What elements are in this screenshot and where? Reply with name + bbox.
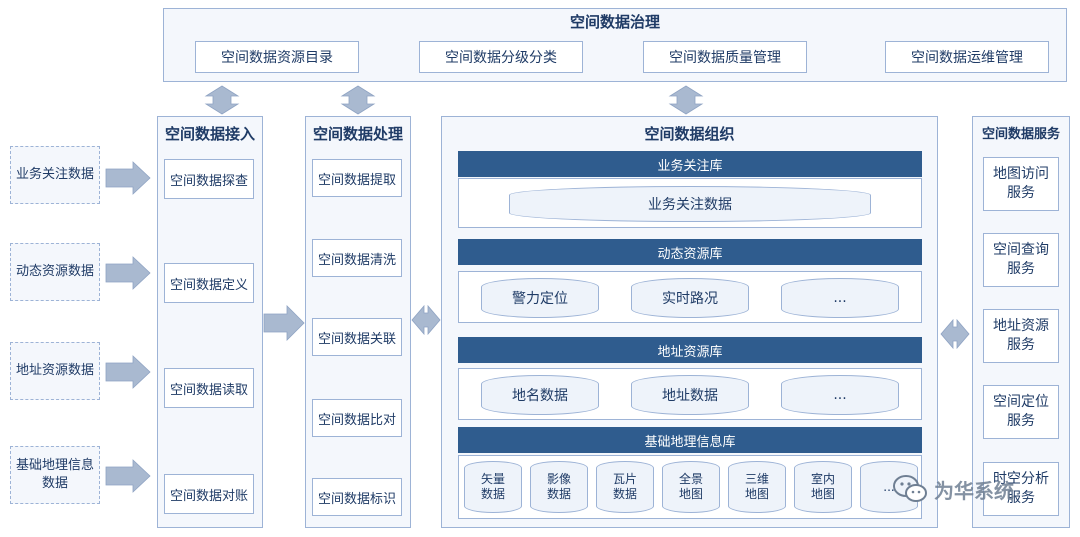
arrow-right-icon	[105, 459, 151, 493]
service-address-resource: 地址资源 服务	[983, 309, 1059, 363]
access-item-reconcile: 空间数据对账	[164, 474, 254, 514]
governance-item-catalog: 空间数据资源目录	[195, 41, 359, 73]
source-business: 业务关注数据	[10, 146, 100, 204]
processing-panel: 空间数据处理 空间数据提取 空间数据清洗 空间数据关联 空间数据比对 空间数据标…	[305, 116, 411, 528]
processing-item-associate: 空间数据关联	[312, 318, 402, 356]
wechat-icon	[893, 475, 927, 502]
arrow-left-right-icon	[411, 304, 441, 336]
db-imagery-data: 影像 数据	[530, 461, 588, 513]
source-dynamic: 动态资源数据	[10, 243, 100, 301]
library-group-address: 地名数据 地址数据 ...	[458, 368, 922, 420]
service-spatial-query: 空间查询 服务	[983, 233, 1059, 287]
db-place-names: 地名数据	[481, 375, 599, 415]
db-realtime-traffic: 实时路况	[631, 278, 749, 318]
library-bar-address: 地址资源库	[458, 337, 922, 363]
services-title: 空间数据服务	[981, 127, 1060, 142]
access-item-explore: 空间数据探查	[164, 159, 254, 199]
db-3d-map: 三维 地图	[728, 461, 786, 513]
arrow-up-down-icon	[204, 85, 240, 115]
arrow-up-down-icon	[340, 85, 376, 115]
arrow-up-down-icon	[668, 85, 704, 115]
library-group-dynamic: 警力定位 实时路况 ...	[458, 271, 922, 323]
library-bar-basic-geo: 基础地理信息库	[458, 427, 922, 453]
db-panorama-map: 全景 地图	[662, 461, 720, 513]
access-title: 空间数据接入	[164, 125, 255, 143]
watermark: 为华系统	[892, 474, 1014, 504]
arrow-right-icon	[105, 256, 151, 290]
arrow-right-icon	[263, 305, 305, 341]
governance-item-quality: 空间数据质量管理	[643, 41, 807, 73]
access-item-define: 空间数据定义	[164, 263, 254, 303]
processing-item-extract: 空间数据提取	[312, 159, 402, 197]
db-more-dynamic: ...	[781, 278, 899, 318]
library-bar-business: 业务关注库	[458, 151, 922, 177]
organization-title: 空间数据组织	[644, 125, 735, 143]
source-basic-geo: 基础地理信息 数据	[10, 446, 100, 504]
source-address: 地址资源数据	[10, 342, 100, 400]
governance-title: 空间数据治理	[569, 13, 660, 31]
db-vector-data: 矢量 数据	[464, 461, 522, 513]
db-address-data: 地址数据	[631, 375, 749, 415]
library-bar-dynamic: 动态资源库	[458, 239, 922, 265]
db-business-data: 业务关注数据	[509, 186, 871, 222]
processing-title: 空间数据处理	[312, 125, 403, 143]
processing-item-clean: 空间数据清洗	[312, 239, 402, 277]
db-tile-data: 瓦片 数据	[596, 461, 654, 513]
service-map-access: 地图访问 服务	[983, 157, 1059, 211]
library-group-basic-geo: 矢量 数据 影像 数据 瓦片 数据 全景 地图 三维 地图 室内 地图 ...	[458, 455, 922, 519]
services-panel: 空间数据服务 地图访问 服务 空间查询 服务 地址资源 服务 空间定位 服务 时…	[972, 116, 1070, 528]
governance-item-classification: 空间数据分级分类	[419, 41, 583, 73]
db-more-address: ...	[781, 375, 899, 415]
organization-panel: 空间数据组织 业务关注库 业务关注数据 动态资源库 警力定位 实时路况 ... …	[441, 116, 938, 528]
service-spatial-location: 空间定位 服务	[983, 385, 1059, 439]
arrow-right-icon	[105, 161, 151, 195]
governance-panel: 空间数据治理 空间数据资源目录 空间数据分级分类 空间数据质量管理 空间数据运维…	[163, 8, 1067, 82]
governance-item-operations: 空间数据运维管理	[885, 41, 1049, 73]
processing-item-identify: 空间数据标识	[312, 478, 402, 516]
db-police-location: 警力定位	[481, 278, 599, 318]
library-group-business: 业务关注数据	[458, 178, 922, 228]
processing-item-compare: 空间数据比对	[312, 399, 402, 437]
access-panel: 空间数据接入 空间数据探查 空间数据定义 空间数据读取 空间数据对账	[157, 116, 263, 528]
db-indoor-map: 室内 地图	[794, 461, 852, 513]
watermark-text: 为华系统	[934, 478, 1014, 503]
arrow-left-right-icon	[940, 318, 970, 350]
access-item-read: 空间数据读取	[164, 368, 254, 408]
service-spatiotemporal-analysis: 时空分析 服务	[983, 462, 1059, 516]
arrow-right-icon	[105, 355, 151, 389]
